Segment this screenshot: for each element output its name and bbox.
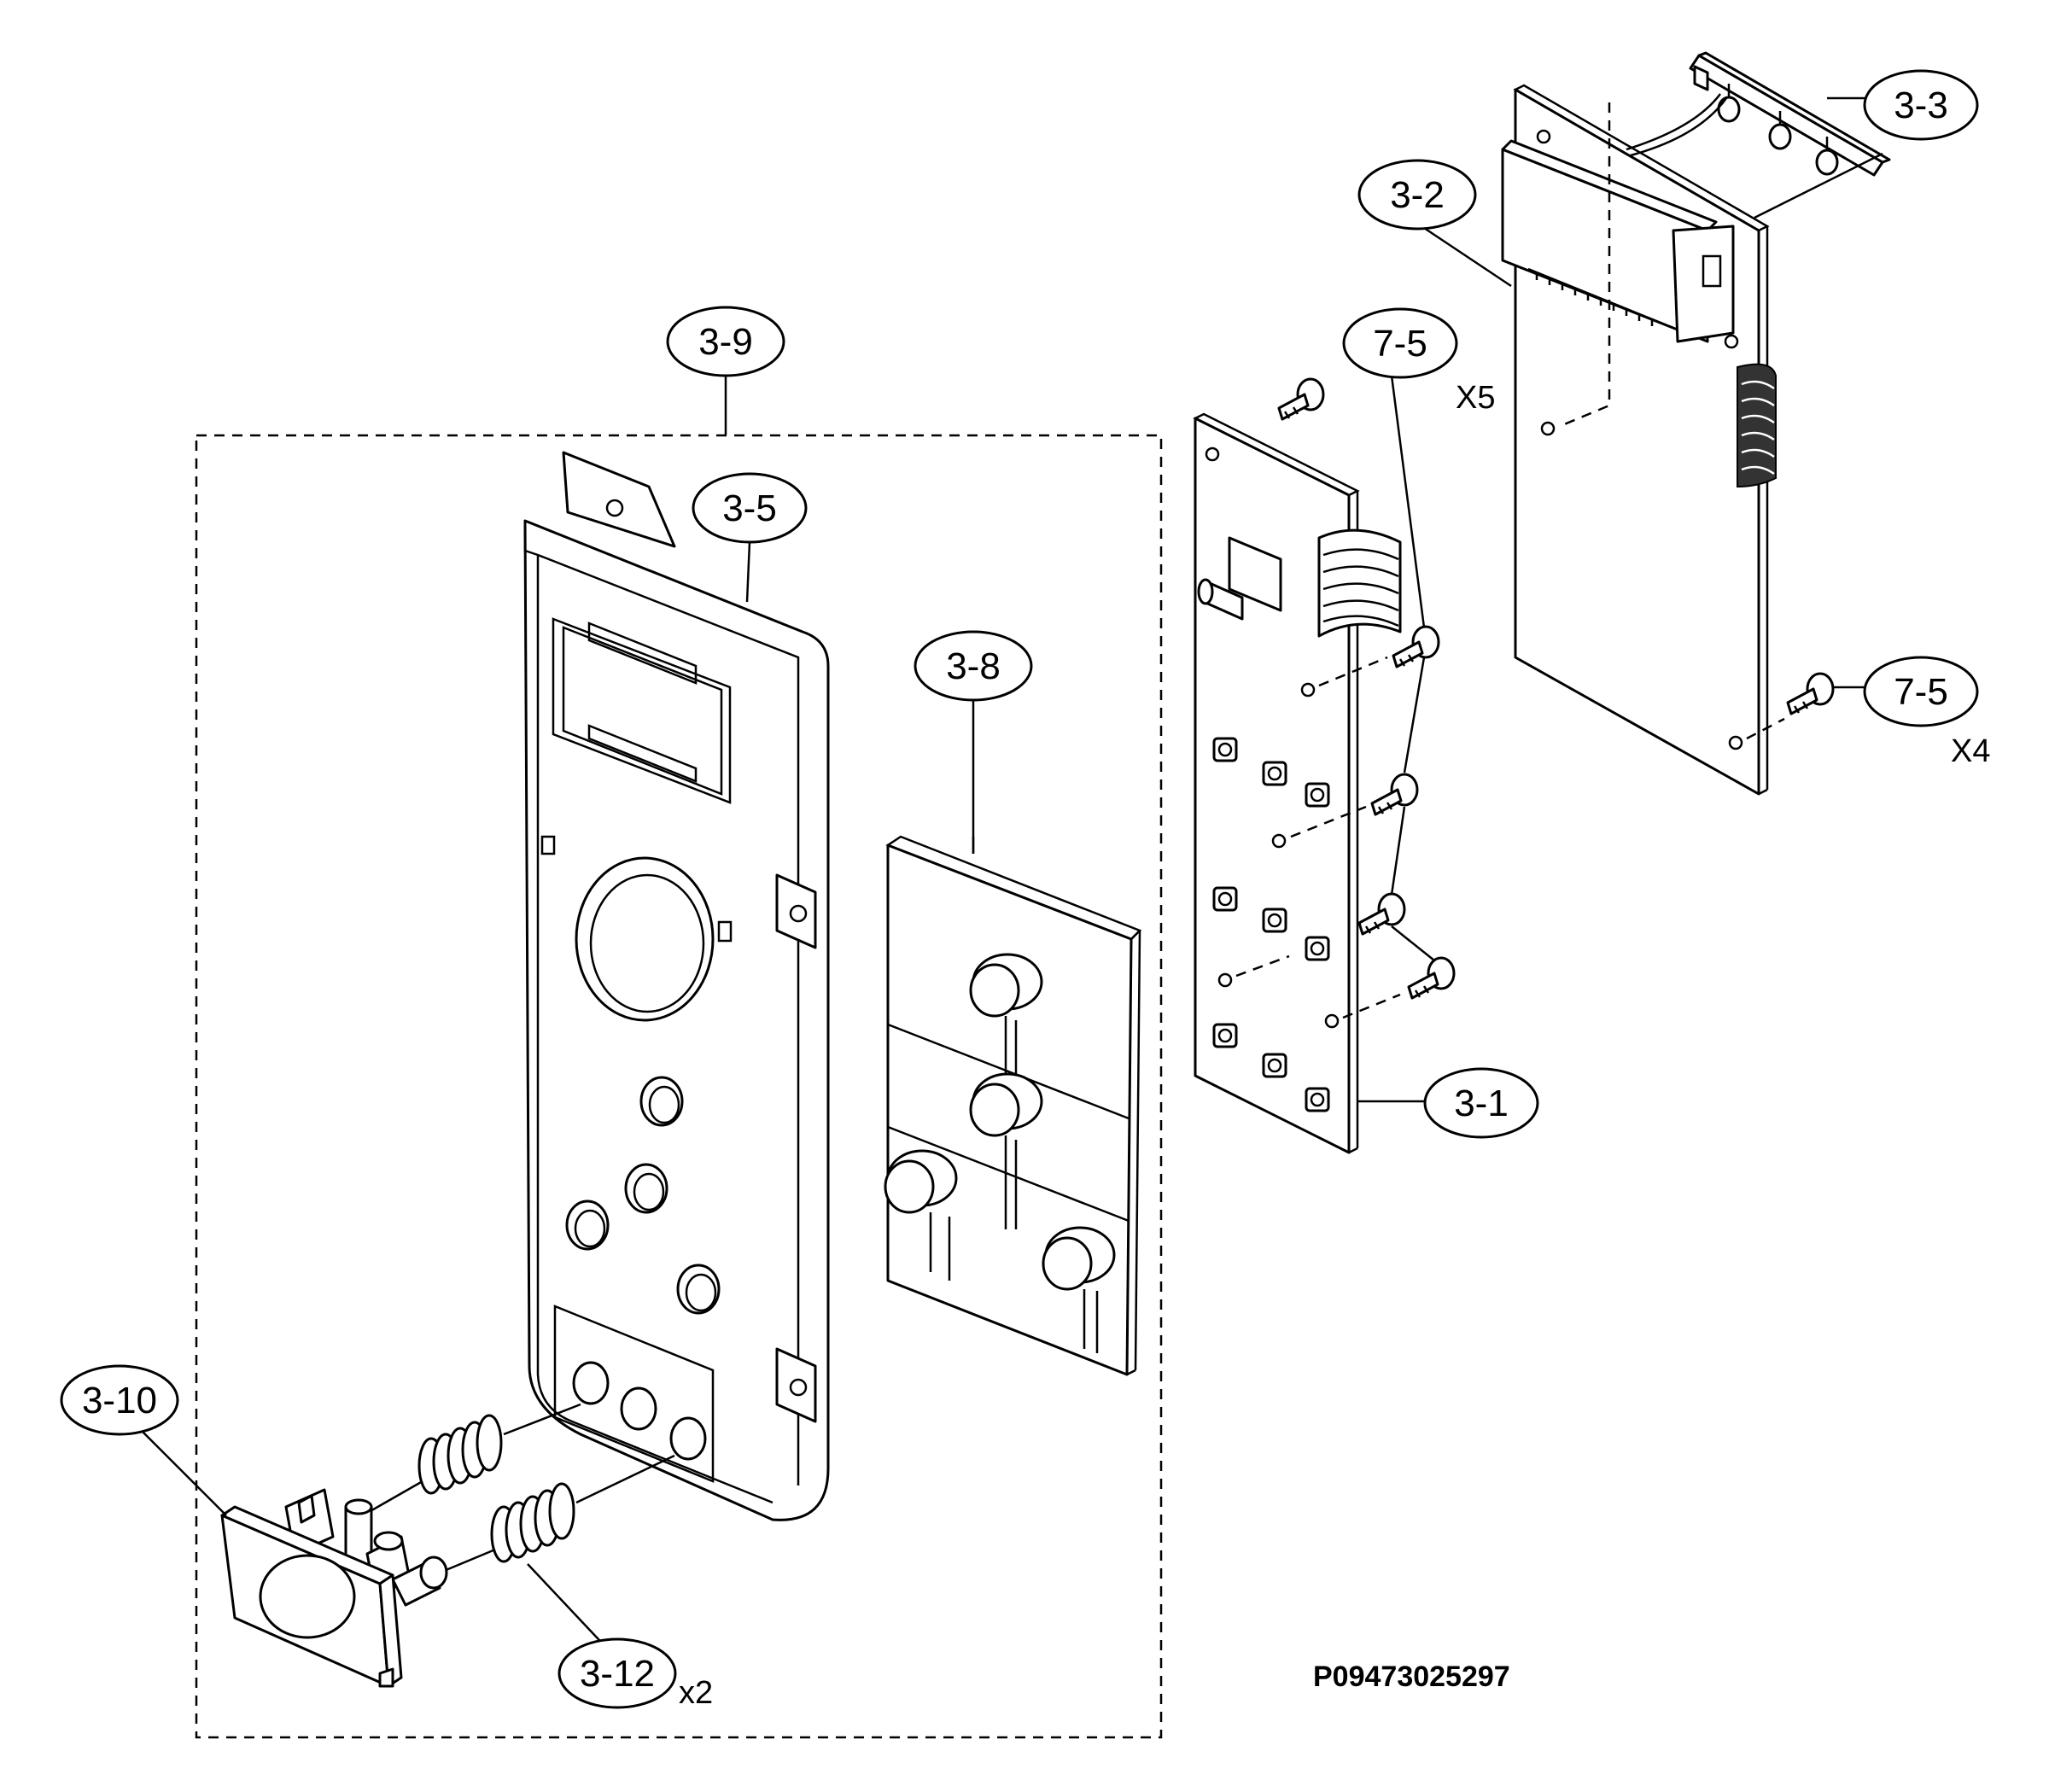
callout-7-5-top: 7-5 X5	[1342, 307, 1495, 416]
springs-3-12	[362, 1403, 675, 1653]
screws-7-5-pcb	[1277, 375, 1456, 1000]
screw	[1407, 956, 1456, 1000]
callout-3-12: 3-12 x2	[557, 1637, 713, 1711]
callout-7-5-right-label: 7-5	[1894, 671, 1948, 713]
callout-3-8: 3-8	[914, 630, 1033, 854]
screw	[1786, 672, 1835, 715]
pcb-3-1	[1193, 412, 1426, 1154]
callout-3-3-label: 3-3	[1894, 85, 1948, 126]
callout-3-1-label: 3-1	[1454, 1083, 1509, 1124]
drawing-reference-number: P09473025297	[1313, 1661, 1510, 1693]
callout-3-10-label: 3-10	[82, 1380, 157, 1421]
callout-3-3: 3-3	[1863, 69, 1979, 141]
quantity-3-12: x2	[679, 1675, 713, 1711]
spring-lower	[490, 1482, 575, 1563]
callout-3-9: 3-9	[666, 306, 785, 377]
screw	[1277, 377, 1325, 421]
door-button-3-10	[131, 1421, 448, 1688]
callout-7-5-top-label: 7-5	[1373, 323, 1427, 365]
callout-3-10: 3-10	[60, 1364, 179, 1436]
led-holder-3-3	[1626, 51, 1891, 219]
callout-3-2: 3-2	[1357, 159, 1477, 231]
callout-3-9-label: 3-9	[698, 321, 753, 363]
callout-3-5: 3-5	[692, 472, 808, 603]
spring-upper	[417, 1414, 503, 1495]
screw	[1370, 773, 1419, 816]
quantity-7-5-right: X4	[1951, 733, 1990, 769]
callout-3-8-label: 3-8	[946, 645, 1001, 687]
callout-3-2-label: 3-2	[1390, 174, 1445, 216]
display-pcb-3-2	[1421, 84, 1865, 796]
screw	[1392, 625, 1440, 668]
callout-7-5-right: 7-5 X4	[1863, 656, 1990, 769]
quantity-7-5-top: X5	[1456, 380, 1495, 416]
screw	[1357, 892, 1406, 936]
button-block-3-8	[884, 835, 1142, 1376]
callout-3-1: 3-1	[1423, 1067, 1539, 1139]
assembly-3-9-boundary	[195, 376, 1163, 1739]
callout-3-12-label: 3-12	[580, 1653, 655, 1695]
control-panel-frame-3-5	[523, 451, 830, 1521]
callout-3-5-label: 3-5	[722, 487, 777, 529]
